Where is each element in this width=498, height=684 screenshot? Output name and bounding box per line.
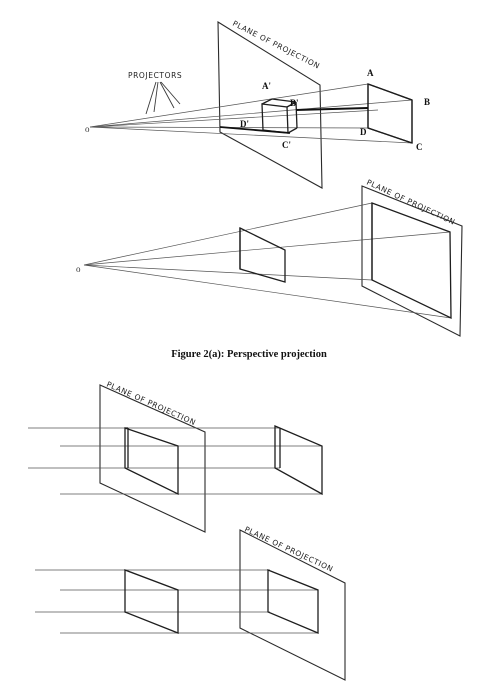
- label-B-prime: B': [290, 98, 299, 108]
- object-box-lower: [371, 202, 452, 320]
- object-box-upper: [367, 83, 413, 144]
- label-C: C: [416, 142, 423, 152]
- label-B: B: [424, 97, 430, 107]
- parallel-rays-lower: [35, 569, 318, 634]
- plane-of-projection-upper: [217, 21, 323, 189]
- projected-image-lower: [239, 226, 286, 283]
- plane-of-projection-parallel-upper: [99, 384, 206, 533]
- figure-caption: Figure 2(a): Perspective projection: [171, 349, 327, 360]
- plane-of-projection-parallel-lower: [239, 529, 346, 681]
- label-C-prime: C': [282, 140, 291, 150]
- parallel-object-lower: [124, 569, 179, 634]
- parallel-image-upper: [124, 427, 179, 496]
- parallel-diagram-lower: PLANE OF PROJECTION: [35, 525, 346, 681]
- perspective-diagram-lower: PLANE OF PROJECTION o: [76, 178, 463, 337]
- plane-label-lower: PLANE OF PROJECTION: [365, 178, 457, 227]
- parallel-object-upper: [274, 425, 323, 496]
- perspective-diagram-upper: PLANE OF PROJECTION PROJECTORS o: [85, 19, 430, 189]
- projector-rays-lower: [83, 202, 452, 319]
- edge-d-dprime: [219, 126, 291, 134]
- plane-label-upper: PLANE OF PROJECTION: [231, 19, 321, 71]
- label-A-prime: A': [262, 81, 271, 91]
- label-A: A: [367, 68, 374, 78]
- parallel-diagram-upper: PLANE OF PROJECTION: [28, 380, 323, 533]
- projector-arrows: [145, 81, 181, 115]
- plane-label-parallel-upper: PLANE OF PROJECTION: [105, 380, 197, 428]
- plane-label-parallel-lower: PLANE OF PROJECTION: [243, 525, 335, 574]
- projectors-label: PROJECTORS: [128, 71, 182, 80]
- viewpoint-marker: o: [85, 124, 90, 134]
- label-D: D: [360, 127, 367, 137]
- label-D-prime: D': [240, 119, 249, 129]
- plane-of-projection-lower: [361, 185, 463, 337]
- parallel-image-lower: [267, 569, 319, 634]
- edge-b-bprime: [295, 107, 369, 111]
- parallel-rays-upper: [28, 427, 322, 495]
- viewpoint-marker-lower: o: [76, 264, 81, 274]
